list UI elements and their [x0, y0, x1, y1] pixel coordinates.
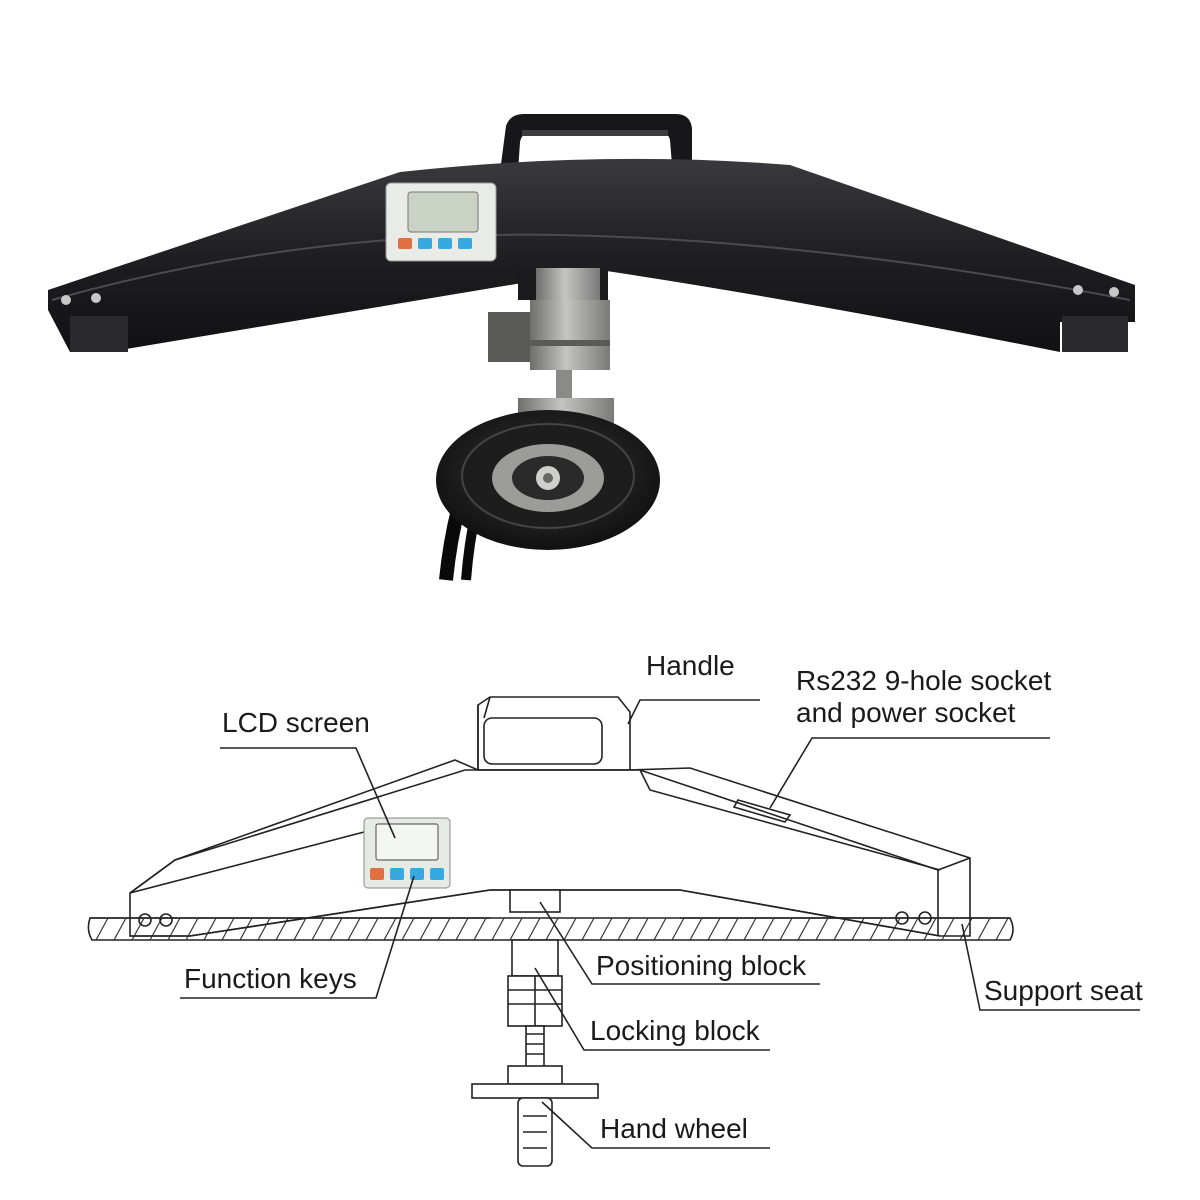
product-photo [48, 114, 1135, 581]
label-lcd-screen: LCD screen [222, 707, 370, 738]
photo-key-blue [438, 238, 452, 249]
rope-strand [941, 917, 955, 941]
drawing-key-red [370, 868, 384, 880]
rope-strand [977, 917, 991, 941]
rope-strand [995, 917, 1009, 941]
rope-strand [833, 917, 847, 941]
rope-strand [707, 917, 721, 941]
rope-strand [617, 917, 631, 941]
rope-strand [473, 917, 487, 941]
rope-strand [293, 917, 307, 941]
rope-strand [653, 917, 667, 941]
rope-strand [257, 917, 271, 941]
rope-strand [725, 917, 739, 941]
label-hand-wheel: Hand wheel [600, 1113, 748, 1144]
rope-strand [527, 917, 541, 941]
rope-strand [635, 917, 649, 941]
rope-strand [545, 917, 559, 941]
leader-lines [180, 699, 1140, 1149]
rope-strand [563, 917, 577, 941]
rope-strand [599, 917, 613, 941]
drawing-display-panel [363, 817, 451, 889]
drawing-rs232-slot [732, 799, 792, 823]
rope-strand [383, 917, 397, 941]
photo-key-blue [418, 238, 432, 249]
rope-strand [689, 917, 703, 941]
rope-strand [581, 917, 595, 941]
rope-strand [329, 917, 343, 941]
photo-key-red [398, 238, 412, 249]
label-positioning-block: Positioning block [596, 950, 807, 981]
label-function-keys: Function keys [184, 963, 357, 994]
drawing-key-blue [430, 868, 444, 880]
photo-hand-wheel [436, 410, 660, 550]
drawing-key-blue [410, 868, 424, 880]
rope-strand [779, 917, 793, 941]
drawing-hand-wheel [471, 1083, 599, 1099]
rope-strand [401, 917, 415, 941]
rope-strand [347, 917, 361, 941]
label-support-seat: Support seat [984, 975, 1143, 1006]
label-handle: Handle [646, 650, 735, 681]
drawing-screws [138, 911, 932, 927]
rope-strand [509, 917, 523, 941]
drawing-key-blue [390, 868, 404, 880]
label-rs232-line2: and power socket [796, 697, 1016, 728]
drawing-lcd [375, 823, 439, 861]
photo-key-blue [458, 238, 472, 249]
photo-display-panel [385, 182, 497, 262]
rope-strand [815, 917, 829, 941]
rope-strand [923, 917, 937, 941]
rope-strand [437, 917, 451, 941]
rope-strand [239, 917, 253, 941]
rope-strand [113, 917, 127, 941]
photo-support-seat-left [70, 316, 128, 352]
drawing-screw-assembly [471, 889, 599, 1167]
schematic-drawing: Handle Rs232 9-hole socket and power soc… [87, 650, 1143, 1167]
photo-lcd [407, 191, 479, 233]
rope-strand [419, 917, 433, 941]
rope-strand [95, 917, 109, 941]
rope-strand [365, 917, 379, 941]
rope-strand [203, 917, 217, 941]
rope-strand [671, 917, 685, 941]
rope-strand [311, 917, 325, 941]
rope-strand [905, 917, 919, 941]
photo-body [48, 158, 1135, 352]
rope-strand [221, 917, 235, 941]
label-rs232-line1: Rs232 9-hole socket [796, 665, 1051, 696]
photo-sensor-assembly [488, 268, 614, 432]
rope-strand [869, 917, 883, 941]
rope-strand [743, 917, 757, 941]
photo-support-seat-right [1062, 316, 1128, 352]
photo-handle [500, 114, 692, 172]
label-locking-block: Locking block [590, 1015, 761, 1046]
rope-strand [959, 917, 973, 941]
rope-strand [491, 917, 505, 941]
rope-strand [455, 917, 469, 941]
drawing-rope [87, 917, 1014, 941]
rope-strand [761, 917, 775, 941]
drawing-handle [477, 696, 631, 771]
rope-strand [797, 917, 811, 941]
